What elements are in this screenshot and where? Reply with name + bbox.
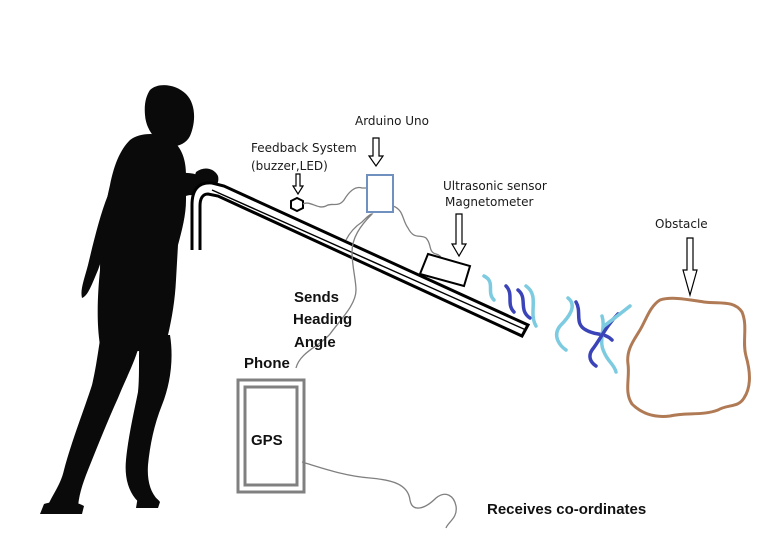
person-silhouette (40, 85, 219, 514)
phone-label: Phone (244, 355, 290, 372)
wave-4 (524, 284, 538, 328)
wire-sends-heading (295, 213, 374, 369)
wire-feedback-to-arduino (302, 186, 367, 208)
feedback-system-hexagon (290, 196, 304, 213)
wire-receives-coordinates (301, 461, 457, 529)
wave-1 (482, 274, 496, 302)
gps-label: GPS (251, 432, 283, 449)
feedback-system-label: Feedback System (251, 141, 357, 155)
wave-6 (574, 300, 614, 342)
wave-3 (516, 288, 532, 320)
sensor-waves (482, 274, 632, 374)
arduino-arrow-icon (367, 137, 385, 168)
wave-8 (588, 312, 620, 368)
sensor-arrow-icon (450, 213, 468, 258)
arduino-uno-box (366, 174, 394, 213)
ultrasonic-sensor-box (418, 252, 472, 288)
angle-label: Angle (294, 334, 336, 351)
obstacle-blob (626, 296, 751, 418)
wave-2 (504, 284, 516, 314)
obstacle-arrow-icon (682, 237, 698, 298)
wire-arduino-to-sensor (392, 205, 443, 263)
obstacle-label: Obstacle (655, 217, 708, 231)
wave-5 (554, 296, 574, 352)
arduino-uno-label: Arduino Uno (355, 114, 429, 128)
feedback-system-sublabel: (buzzer,LED) (251, 159, 328, 173)
heading-label: Heading (293, 311, 352, 328)
wires (295, 186, 457, 529)
sends-label: Sends (294, 289, 339, 306)
wave-9 (602, 304, 632, 328)
ultrasonic-sensor-label: Ultrasonic sensor (443, 179, 547, 193)
feedback-arrow-icon (291, 173, 305, 196)
receives-coordinates-label: Receives co-ordinates (487, 501, 646, 518)
phone-device (236, 378, 306, 494)
walking-stick (190, 181, 531, 338)
magnetometer-label: Magnetometer (445, 195, 534, 209)
label-arrows (291, 137, 698, 298)
